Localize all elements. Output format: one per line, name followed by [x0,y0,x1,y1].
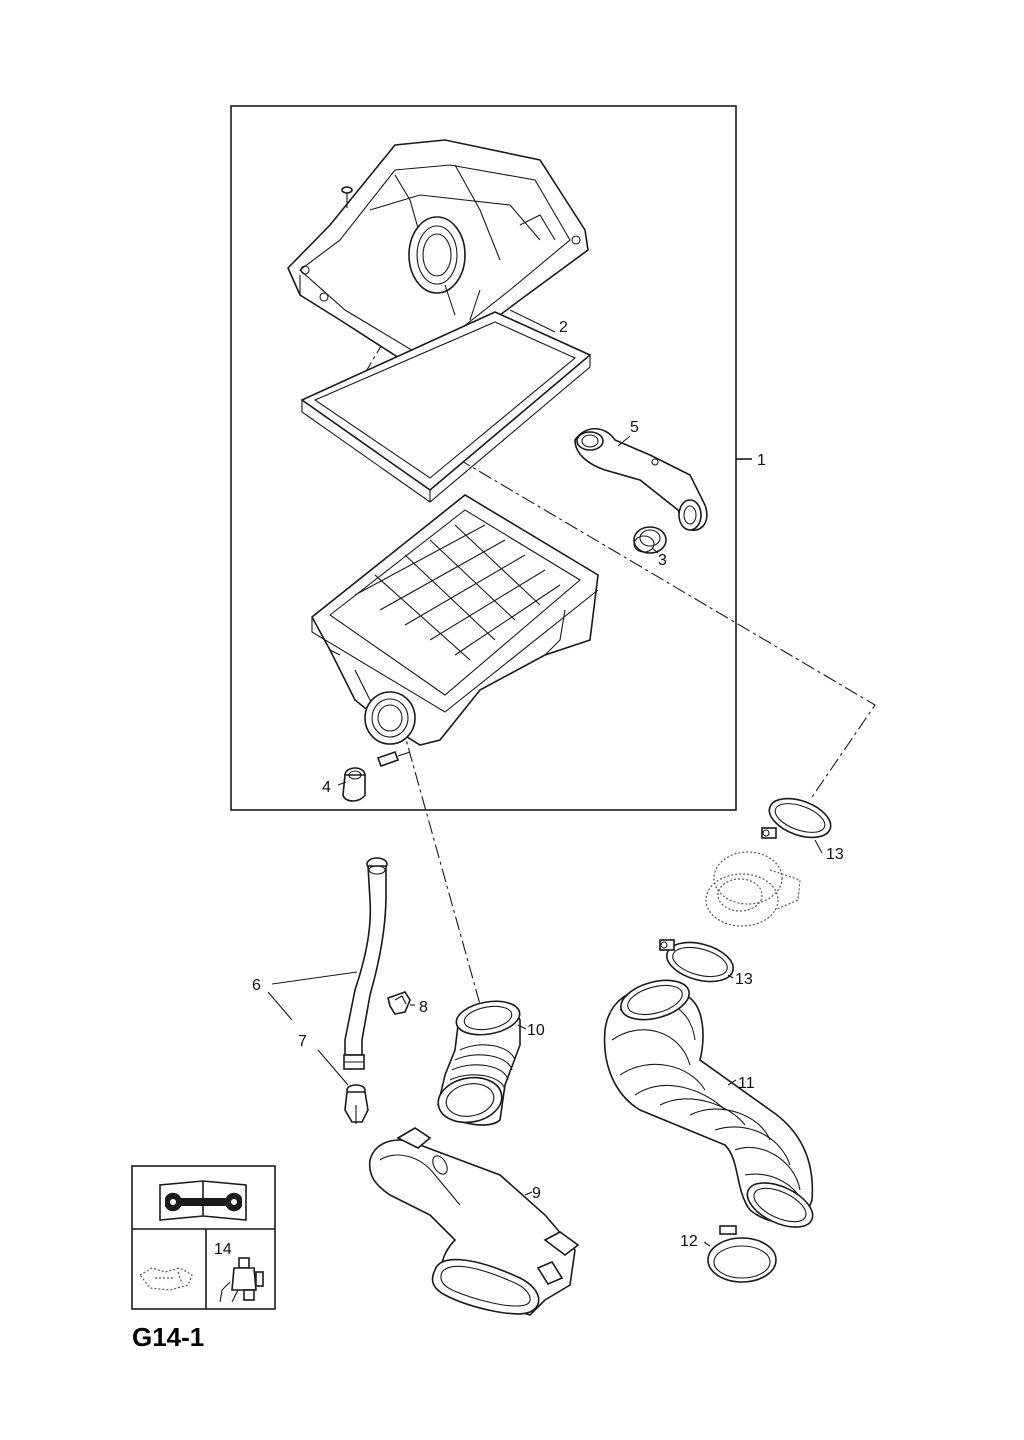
actuator-valve-icon [219,1257,264,1303]
part-air-duct-bellows [437,1000,521,1126]
part-hose-clamp-lower [659,939,734,983]
callout-7: 7 [298,1033,307,1050]
callout-5: 5 [630,419,639,436]
callout-1: 1 [757,452,766,469]
part-cover-screw [341,186,353,208]
alignment-line-main [349,394,876,801]
legend-part-number: 14 [214,1241,232,1258]
dotted-part-reference-icon [139,1267,193,1291]
part-lower-housing [310,494,599,768]
callout-12: 12 [680,1233,698,1250]
leader-lines [267,309,823,1247]
callout-9: 9 [532,1185,541,1202]
callout-8: 8 [419,999,428,1016]
callout-6: 6 [252,977,261,994]
legend-box [131,1165,276,1310]
part-inlet-duct [368,1127,580,1316]
part-grommet [633,526,667,554]
assembly-frame [230,105,737,811]
part-clip [387,991,411,1015]
part-vent-hose [343,857,388,1070]
part-maf-sensor-reference [705,851,801,927]
part-intake-hose [603,979,814,1228]
alignment-line-outlet [394,699,484,1016]
part-hose-connector [344,1084,369,1124]
callout-13-upper: 13 [826,846,844,863]
part-connection-pipe [574,427,708,531]
part-hose-clamp-bottom [707,1225,777,1283]
part-filter-element [300,311,592,503]
callout-4: 4 [322,779,331,796]
page-code: G14-1 [132,1322,204,1352]
part-hose-clamp-upper [761,797,832,839]
repair-manual-icon [159,1180,247,1221]
callout-13-lower: 13 [735,971,753,988]
callout-3: 3 [658,552,667,569]
callout-10: 10 [527,1022,545,1039]
part-bushing [342,767,366,802]
callout-11: 11 [738,1075,755,1092]
callout-2: 2 [559,319,568,336]
